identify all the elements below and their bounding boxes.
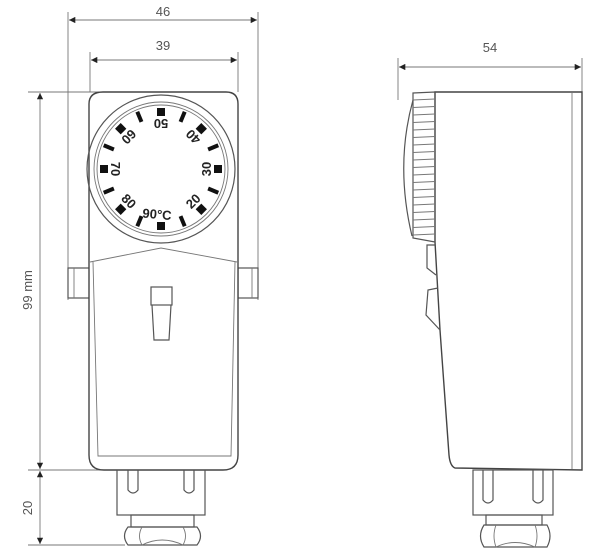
dial-outer-ring [86,94,236,244]
fitting-neck [130,514,195,528]
dial-tick-bar [178,110,187,123]
knob-rib [412,211,436,213]
indicator-slider [151,304,172,341]
dial-tick-bar [135,215,144,228]
knob-rib [412,113,436,116]
side-cable-gland-nut [479,524,551,548]
dim-label-46: 46 [156,4,170,19]
housing-outline [88,91,239,471]
dial-tick-square [214,165,222,173]
knob-rib [412,203,436,206]
dial-label: 70 [108,162,123,176]
knob-rib [412,106,436,108]
dial-tick-bar [207,143,220,152]
fitting-slot [532,470,544,504]
left-clip [67,267,91,299]
knob-rib [412,98,436,101]
housing-inner-outline [92,261,236,457]
knob-rib [412,143,436,146]
dial-label: 90°C [142,206,173,224]
dim-label-99mm: 99 mm [20,270,35,310]
housing-seam [89,247,238,263]
knob-rib [412,173,436,176]
dial-tick-bar [178,215,187,228]
side-clip-hook [425,287,441,331]
dial-tick-bar [207,186,220,195]
knob-rib [412,226,436,228]
side-clip [426,244,437,276]
dim-label-20: 20 [20,501,35,515]
cable-gland-nut [123,526,202,546]
dial-tick-square [157,108,165,116]
knob-rib [412,151,436,153]
dial-ring [93,101,229,237]
knob-rib [412,233,436,236]
knob-rib [412,196,436,198]
knob-rib [412,218,436,221]
dial-tick-square [100,165,108,173]
knob-rib [412,128,436,131]
fitting-slot [482,470,494,504]
dim-label-39: 39 [156,38,170,53]
dial-ring [96,104,226,234]
knob-rib [412,121,436,123]
right-clip [237,267,259,299]
knob-rib [412,158,436,161]
fitting-slot [127,470,139,494]
knob-rib [412,136,436,138]
knob-dome [403,99,414,237]
side-fitting [472,469,554,516]
fitting-slot [183,470,195,494]
dial-label: 30 [199,162,214,176]
indicator-window [150,286,173,306]
side-fitting-neck [485,514,543,526]
side-view: 54 [397,40,583,548]
dim-label-54: 54 [483,40,497,55]
knob-ribs [412,98,436,236]
knob-rib [412,166,436,168]
dial-tick-bar [135,110,144,123]
knob-rib [412,181,436,183]
dial-label: 50 [154,116,168,131]
dial-tick-square [157,222,165,230]
side-housing [434,91,583,471]
dial-tick-bar [102,143,115,152]
dial-tick-bar [102,186,115,195]
knob-rib [412,188,436,191]
front-dimensions: 46 39 99 mm 20 [20,4,259,546]
